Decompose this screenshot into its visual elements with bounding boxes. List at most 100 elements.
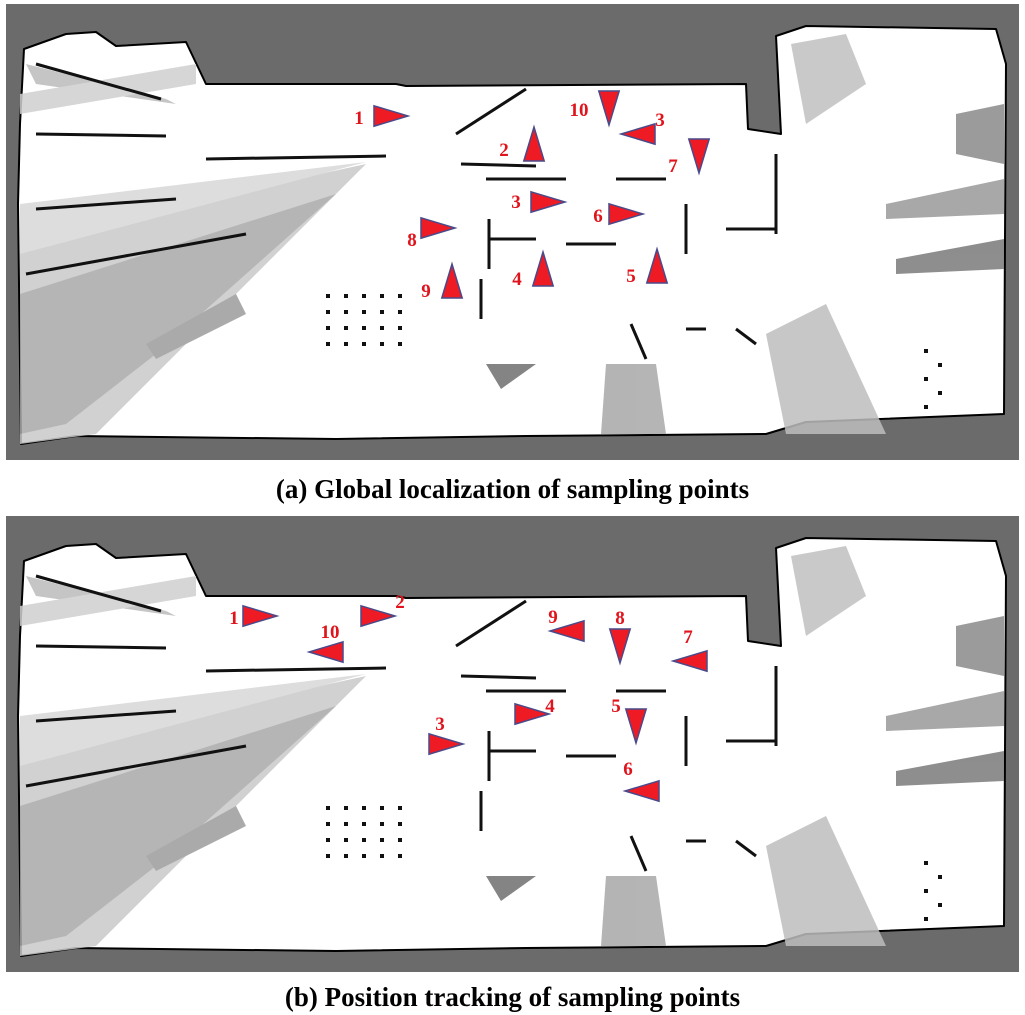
wall-segment <box>455 87 527 136</box>
obstacle-dot <box>344 806 348 810</box>
shadow-ray <box>486 876 536 901</box>
obstacle-dot <box>326 806 330 810</box>
caption-b: (b) Position tracking of sampling points <box>284 982 741 1012</box>
obstacle-dot <box>924 405 928 409</box>
sampling-marker-5 <box>624 708 648 746</box>
sampling-marker-2 <box>360 604 398 628</box>
sampling-marker-10 <box>306 640 344 664</box>
wall-segment <box>629 323 648 360</box>
obstacle-dot <box>398 310 402 314</box>
sampling-marker-5 <box>645 246 669 284</box>
wall-segment <box>35 644 167 650</box>
sampling-marker-2 <box>522 124 546 162</box>
obstacle-dot <box>362 310 366 314</box>
shadow-ray <box>896 751 1004 786</box>
shadow-ray <box>146 294 246 359</box>
obstacle-dot <box>362 342 366 346</box>
obstacle-dot <box>344 310 348 314</box>
obstacle-dot <box>938 903 942 907</box>
sampling-label-4: 4 <box>512 269 522 290</box>
obstacle-dot <box>398 342 402 346</box>
sampling-label-1: 1 <box>354 108 364 129</box>
obstacle-dot <box>362 326 366 330</box>
sampling-marker-10 <box>597 90 621 128</box>
sampling-label-5: 5 <box>611 696 621 717</box>
obstacle-dot <box>380 806 384 810</box>
obstacle-dot <box>398 294 402 298</box>
wall-segment <box>460 162 537 168</box>
obstacle-dot <box>924 349 928 353</box>
shadow-ray <box>886 179 1004 219</box>
wall-segment <box>25 232 247 276</box>
shadow-ray <box>20 64 196 114</box>
sampling-label-6: 6 <box>593 206 603 227</box>
obstacle-dot <box>326 838 330 842</box>
obstacle-dots <box>326 806 942 921</box>
sampling-label-9: 9 <box>421 281 431 302</box>
obstacle-dot <box>380 294 384 298</box>
wall-segment <box>25 744 247 788</box>
obstacle-dot <box>938 391 942 395</box>
sampling-marker-6 <box>622 779 660 803</box>
walls <box>25 574 778 872</box>
sampling-marker-1 <box>242 604 280 628</box>
wall-segment <box>735 839 757 858</box>
wall-segment <box>35 132 167 138</box>
sampling-marker-9 <box>547 619 585 643</box>
obstacle-dot <box>362 806 366 810</box>
sampling-label-10: 10 <box>570 100 589 121</box>
obstacle-dot <box>362 838 366 842</box>
obstacle-dot <box>362 294 366 298</box>
sampling-label-1: 1 <box>229 608 239 629</box>
obstacle-dot <box>924 917 928 921</box>
sampling-marker-3 <box>428 732 466 756</box>
sampling-marker-7 <box>687 138 711 176</box>
shadow-ray <box>791 34 866 124</box>
sampling-marker-4 <box>531 249 555 287</box>
sampling-label-8: 8 <box>407 230 417 251</box>
shadow-ray <box>20 674 366 766</box>
shadow-rays <box>20 546 1004 956</box>
shadow-ray <box>601 876 666 946</box>
obstacle-dot <box>924 861 928 865</box>
obstacle-dot <box>362 854 366 858</box>
sampling-marker-7 <box>670 649 708 673</box>
shadow-ray <box>896 239 1004 274</box>
obstacle-dot <box>380 838 384 842</box>
sampling-marker-3 <box>618 122 656 146</box>
obstacle-dot <box>380 342 384 346</box>
sampling-label-7: 7 <box>668 156 678 177</box>
shadow-ray <box>20 194 336 434</box>
shadow-ray <box>956 616 1004 676</box>
obstacle-dot <box>938 363 942 367</box>
sampling-marker-4 <box>514 702 552 726</box>
wall-segment <box>455 599 527 648</box>
wall-segment <box>35 574 162 613</box>
obstacle-dot <box>326 326 330 330</box>
wall-segment <box>35 62 162 101</box>
sampling-label-3: 3 <box>655 110 665 131</box>
sampling-label-7: 7 <box>683 627 693 648</box>
sampling-marker-3 <box>530 190 568 214</box>
wall-segment <box>629 835 648 872</box>
obstacle-dot <box>326 294 330 298</box>
shadow-rays <box>20 34 1004 444</box>
wall-segment <box>35 197 177 211</box>
sampling-label-8: 8 <box>615 608 625 629</box>
obstacle-dot <box>380 822 384 826</box>
wall-segment <box>35 709 177 723</box>
obstacle-dot <box>344 854 348 858</box>
obstacle-dot <box>326 854 330 858</box>
shadow-ray <box>766 304 886 434</box>
shadow-ray <box>486 364 536 389</box>
obstacle-dot <box>924 377 928 381</box>
obstacle-dot <box>326 310 330 314</box>
sampling-label-5: 5 <box>626 266 636 287</box>
sampling-marker-8 <box>420 216 458 240</box>
obstacle-dot <box>362 822 366 826</box>
obstacle-dot <box>344 342 348 346</box>
obstacle-dot <box>344 326 348 330</box>
